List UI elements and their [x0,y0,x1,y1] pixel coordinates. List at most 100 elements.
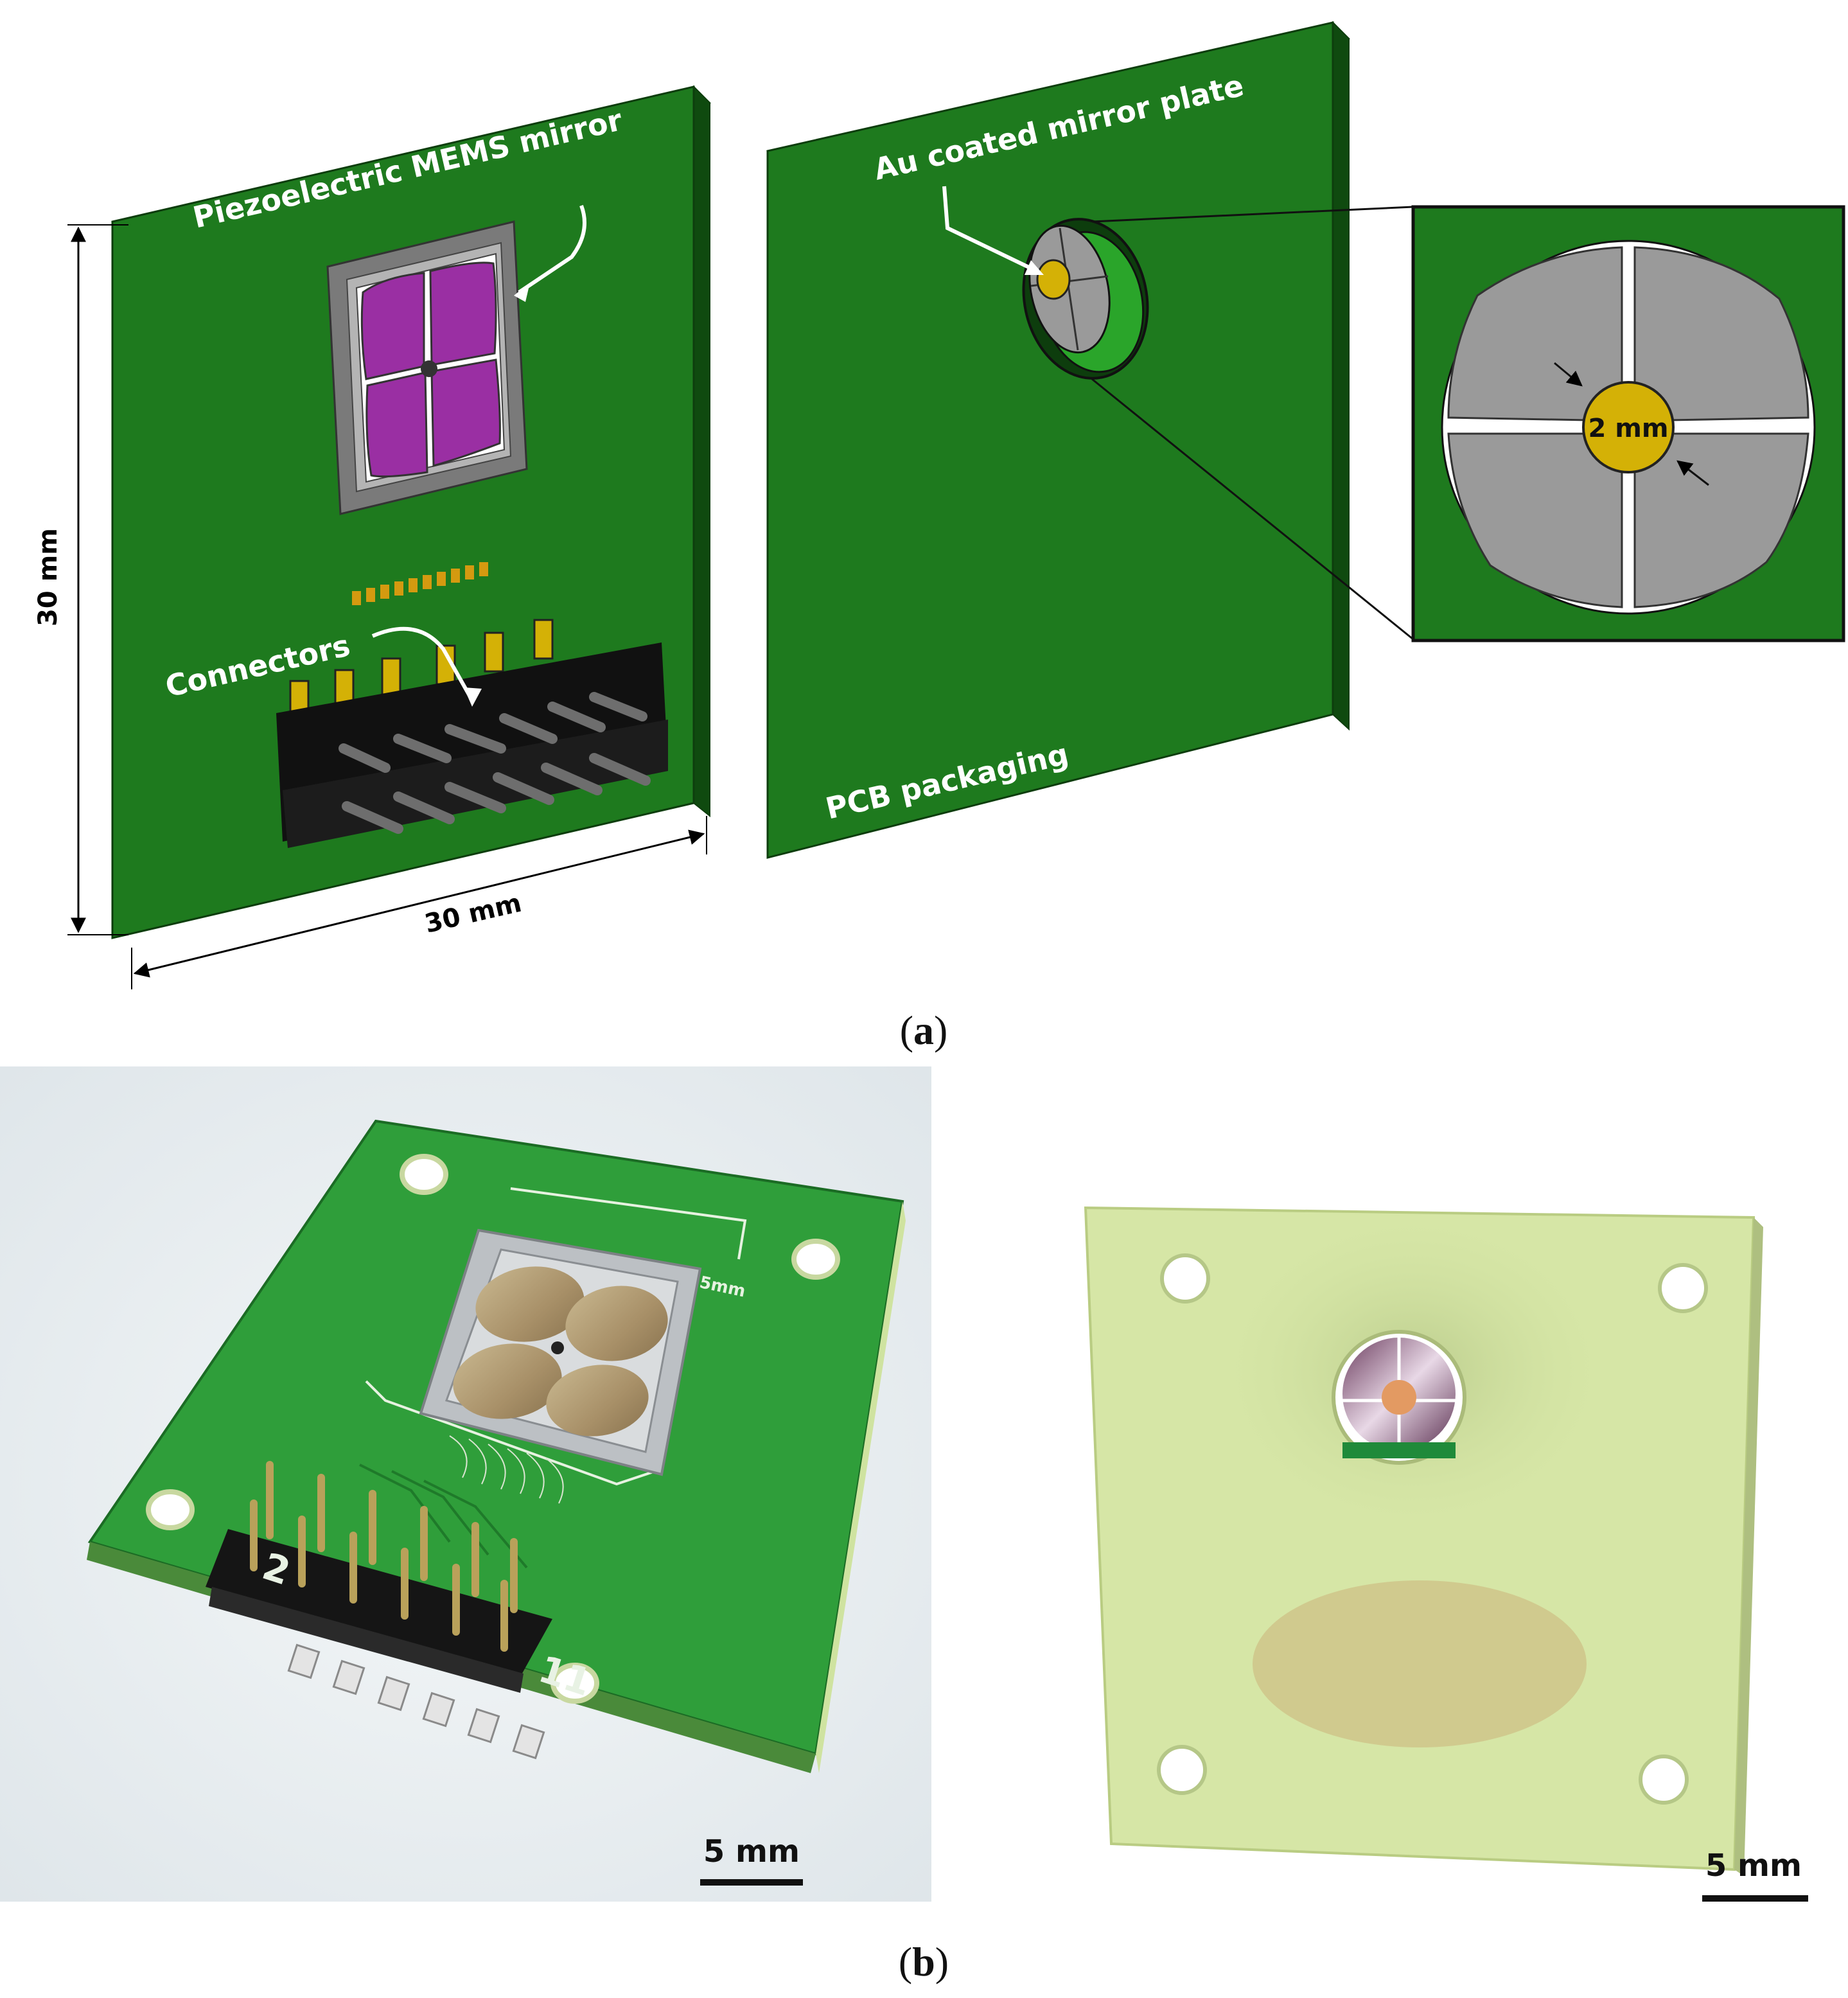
photo-solder-pad [467,1708,500,1744]
bond-pad [437,572,446,586]
caption-b-open: ( [899,1939,912,1985]
bond-pad [366,588,375,602]
solder-tab [533,619,554,660]
header-pin [499,713,558,744]
photo-wirebond [488,1444,506,1490]
bond-pad [451,569,460,583]
scale-label-front: 5 mm [703,1834,800,1870]
scale-bar-front [700,1879,803,1886]
header-pin [393,791,455,824]
height-dimension-label: 30 mm [33,528,63,626]
solder-tab [484,632,504,673]
photo-wirebond [449,1435,468,1478]
mems-petal-top-left [360,272,425,380]
photo-wirebond [526,1453,545,1499]
mems-petal-bottom-left [365,371,428,478]
diameter-label: 2 mm [1588,414,1668,443]
header-pin [444,782,506,813]
inset-gold-plate [1582,381,1675,473]
photo-header-pins [250,1461,518,1652]
caption-a: (a) [900,1007,948,1053]
mems-die [326,220,528,515]
panel-a: Piezoelectric MEMS mirror Connectors 30 … [33,21,1845,1053]
diameter-arrow-top [1554,362,1583,387]
connectors-callout-arrow [371,626,474,702]
bond-pad [380,585,389,599]
connectors-callout-head [464,687,482,707]
photo-petal [546,1365,649,1437]
zoom-line-top [1091,206,1414,223]
caption-b-close: ) [935,1939,949,1985]
header-pins [339,692,651,834]
photo-back-wall [1342,1442,1456,1458]
header-pin [547,702,606,732]
photo-back-mount-hole [1639,1755,1689,1805]
scale-label-back: 5 mm [1705,1848,1802,1884]
header-pin [444,724,506,754]
caption-a-close: ) [934,1007,947,1053]
pcb-front-3d: Piezoelectric MEMS mirror Connectors [111,85,711,939]
caption-b-letter: b [912,1939,935,1985]
zoom-line-bottom [1091,378,1414,641]
bond-pad [465,565,474,579]
photo-wirebonds [449,1435,564,1504]
pcb-back-side-edge [1332,21,1350,731]
width-dimension-label: 30 mm [422,888,524,939]
dimension-height: 30 mm [33,224,128,935]
photo-petal [565,1286,668,1361]
header-pin [541,763,603,795]
caption-a-letter: a [913,1007,934,1053]
photo-back-mount-hole [1157,1745,1207,1795]
pcb-back-3d: Au coated mirror plate PCB packaging [766,21,1414,859]
photo-back-mount-hole [1160,1253,1210,1304]
photo-solder-pads [287,1643,545,1760]
photo-back-edge [1734,1217,1763,1876]
diameter-arrow-bottom [1676,460,1709,486]
aperture-petal-split-v [1059,227,1079,351]
photo-trace [423,1480,528,1569]
pin-header [276,642,668,848]
header-pin [339,743,391,773]
photo-solder-pad [377,1675,410,1711]
mems-callout-arrow [518,204,586,294]
photo-petal [453,1343,562,1419]
photo-back-mount-hole [1658,1263,1708,1313]
caption-a-open: ( [900,1007,913,1053]
dim-width-line [133,829,705,978]
photo-solder-pad [422,1692,455,1728]
photo-mount-hole [550,1663,599,1704]
photo-silk-guide-bottom [365,1380,656,1486]
photo-mount-hole [400,1154,448,1195]
inset-petal-bottom-right [1633,432,1809,608]
photo-back: 5 mm [1084,1201,1808,1902]
header-pin [393,734,452,763]
aperture-gold-plate [1036,259,1071,300]
mems-center-hub [421,360,437,377]
header-pin [589,692,647,721]
pcb-front-side-edge [693,85,710,818]
photo-mount-hole [146,1489,195,1530]
header-pin [342,801,403,834]
pcb-back-face [766,21,1334,859]
photo-back-shadow-connector [1253,1580,1587,1747]
mems-petal-bottom-right [430,358,501,467]
photo-pcb-side [816,1201,906,1773]
mems-petal-top-right [429,261,497,366]
photo-back-gold-plate [1382,1380,1416,1415]
header-pin [589,753,651,786]
photo-solder-pad [332,1659,365,1695]
bond-pad [352,591,361,605]
header-pin [493,772,554,805]
photo-header-base [209,1587,524,1693]
photo-die-hub [551,1341,564,1354]
inset-petal-top-right [1633,246,1809,422]
photo-silk-guide-top [510,1187,747,1260]
photo-solder-pad [287,1643,321,1679]
inset-petal-bottom-left [1447,432,1623,608]
photo-solder-pad [512,1724,545,1760]
photo-header-housing [206,1529,552,1677]
bond-pad [479,562,488,576]
bond-pad [423,575,432,589]
bond-pad [394,581,403,596]
